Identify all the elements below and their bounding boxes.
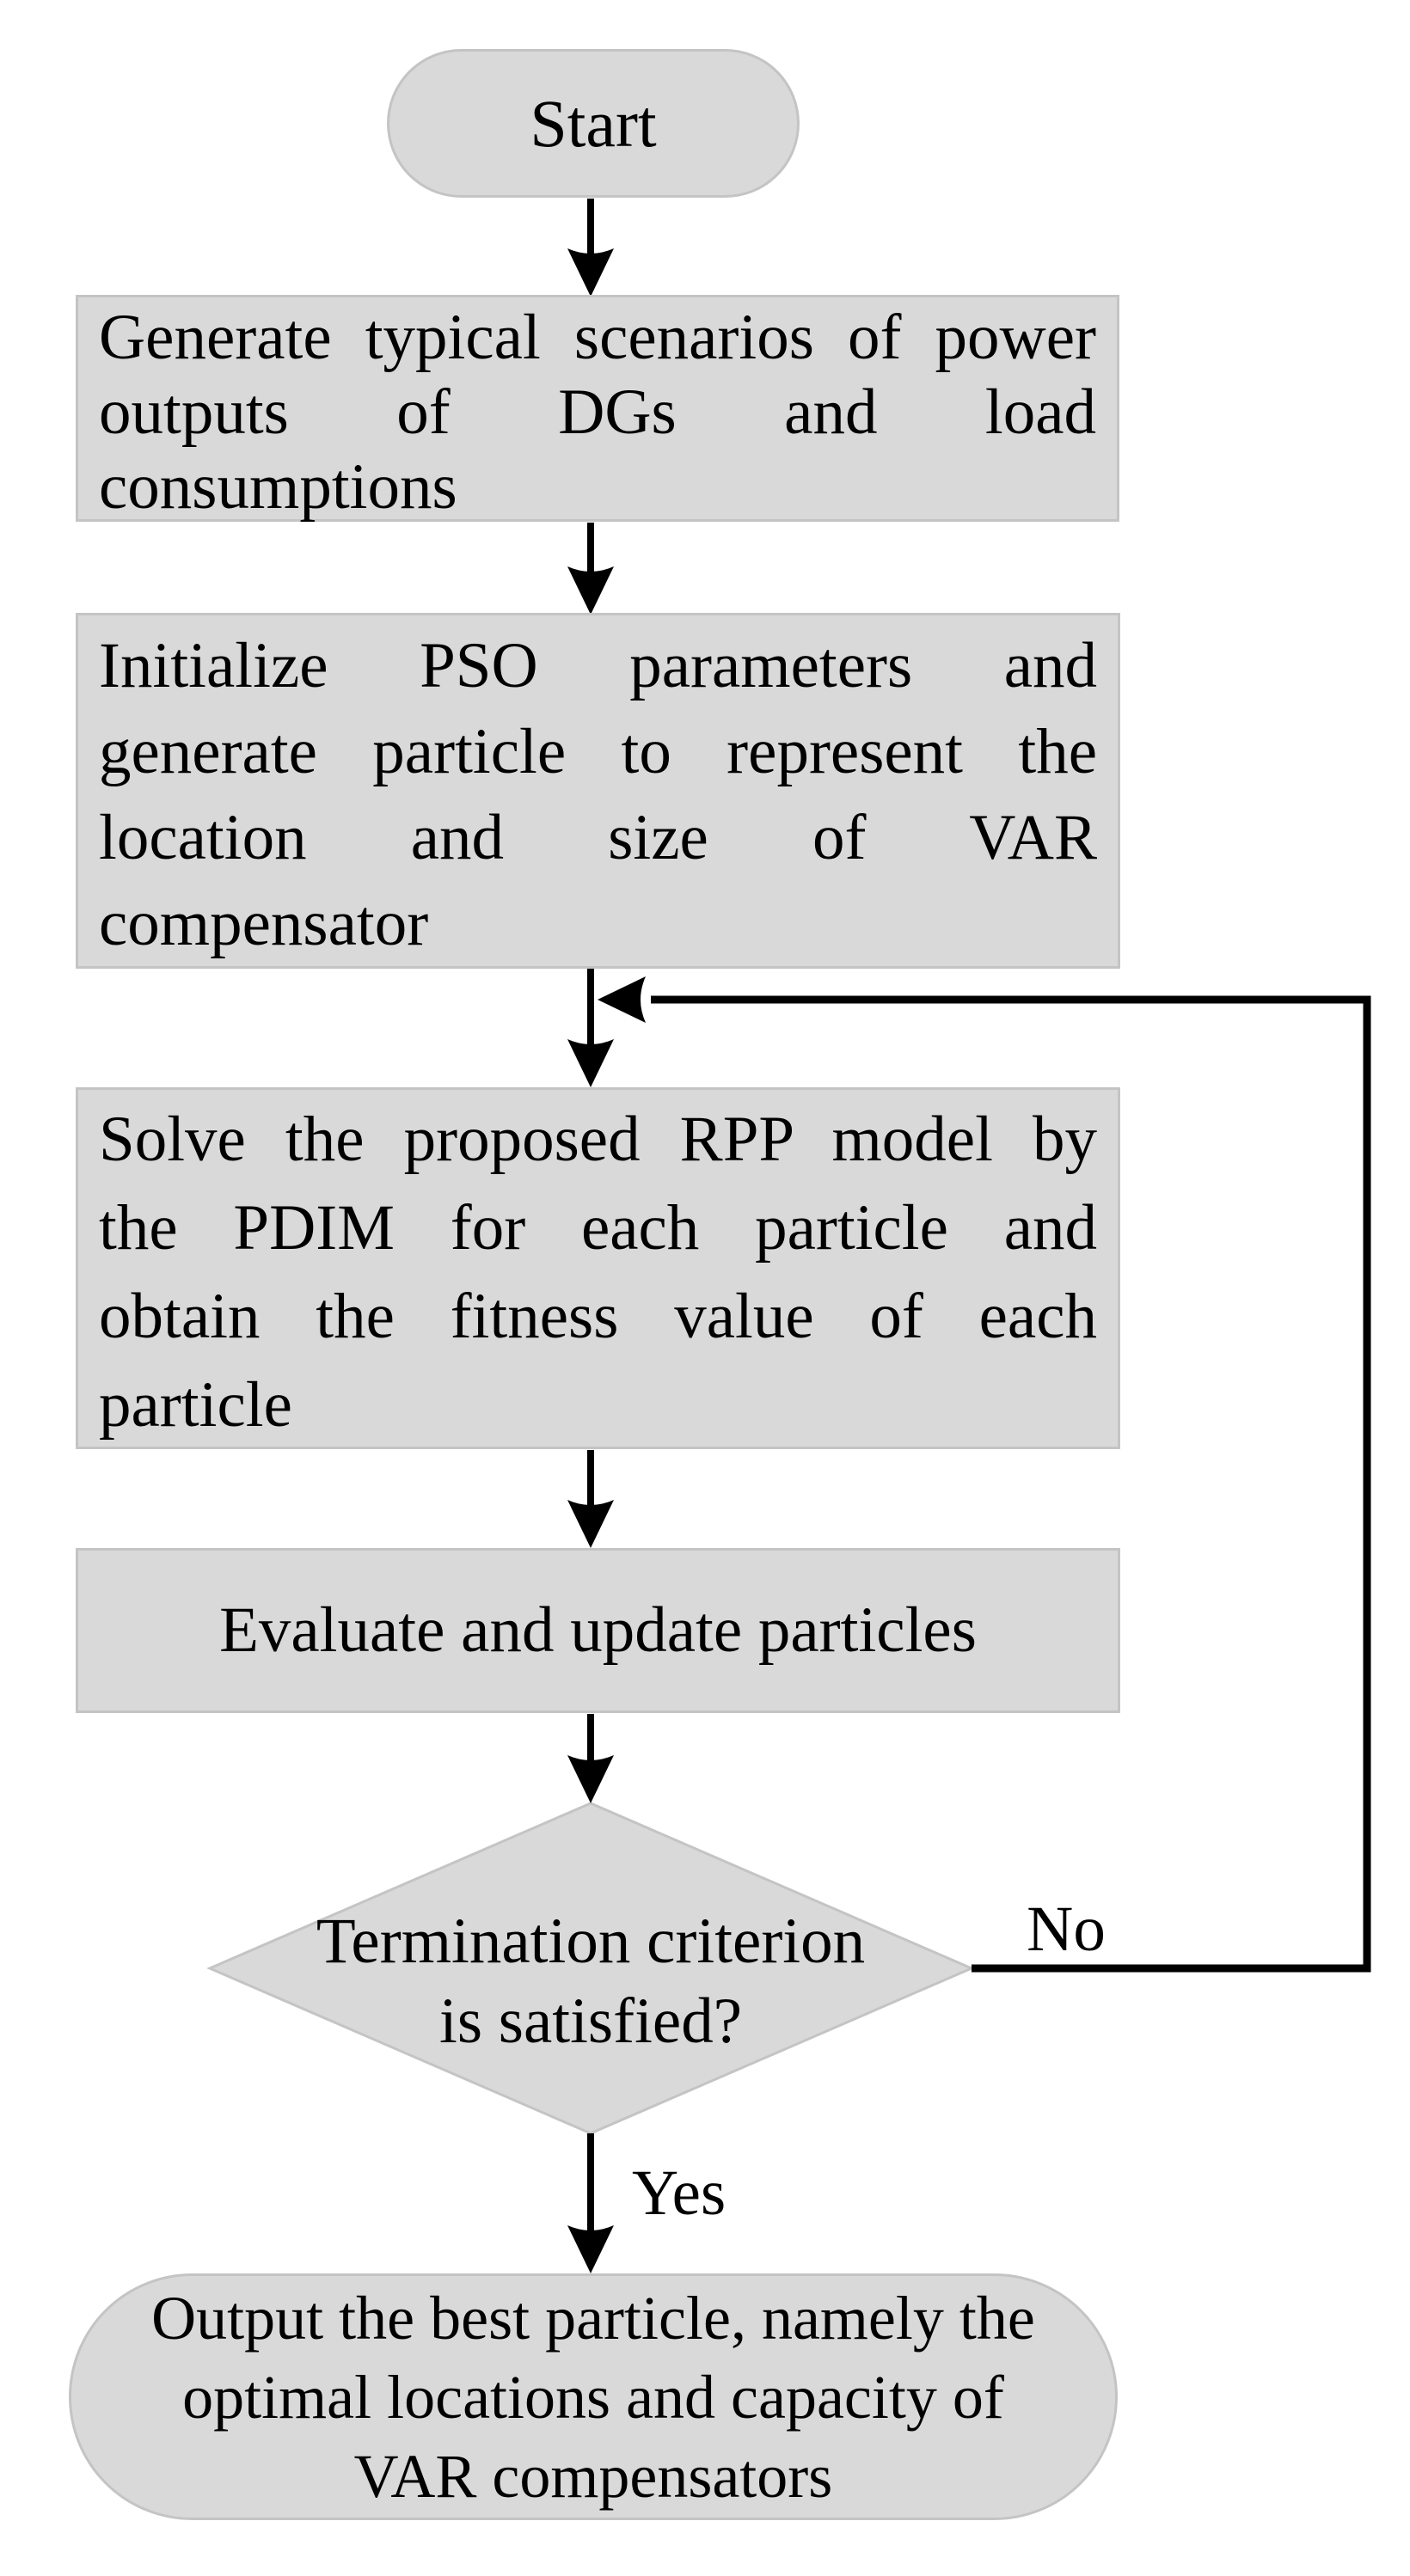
- terminal-text-line: optimal locations and capacity of: [182, 2362, 1004, 2432]
- arrowhead-down: [567, 1500, 614, 1548]
- edge-start-to-generate: [567, 199, 614, 297]
- arrowhead-down: [567, 2225, 614, 2273]
- yes-label: Yes: [632, 2157, 726, 2229]
- arrowhead-down: [567, 1755, 614, 1803]
- arrowhead-down: [567, 566, 614, 615]
- output-node: Output the best particle, namely the opt…: [69, 2273, 1118, 2520]
- edge-solve-to-evaluate: [567, 1450, 614, 1548]
- process-generate-scenarios: Generate typical scenarios of power outp…: [76, 295, 1119, 523]
- start-node: Start: [387, 49, 800, 198]
- start-label: Start: [530, 85, 657, 161]
- process-text-line: particle: [99, 1369, 292, 1441]
- process-text-line: obtain the fitness value of each: [99, 1281, 1097, 1352]
- edge-evaluate-to-decision: [567, 1714, 614, 1803]
- process-text-line: Evaluate and update particles: [219, 1594, 977, 1666]
- edge-initialize-to-solve: [567, 968, 614, 1087]
- process-text-line: Solve the proposed RPP model by: [99, 1104, 1097, 1175]
- terminal-text-line: VAR compensators: [353, 2441, 833, 2511]
- process-initialize-pso: Initialize PSO parameters and generate p…: [76, 613, 1120, 969]
- edge-decision-to-output: [567, 2133, 614, 2273]
- edge-generate-to-initialize: [567, 523, 614, 615]
- process-text-line: Initialize PSO parameters and: [99, 630, 1097, 701]
- process-text-line: location and size of VAR: [99, 802, 1097, 873]
- terminal-text-line: Output the best particle, namely the: [151, 2283, 1035, 2353]
- decision-text-line: is satisfied?: [438, 1986, 742, 2057]
- process-solve-rpp-model: Solve the proposed RPP model by the PDIM…: [76, 1087, 1120, 1449]
- process-text-line: Generate typical scenarios of power: [99, 302, 1096, 373]
- process-text-line: the PDIM for each particle and: [99, 1192, 1097, 1264]
- decision-text-line: Termination criterion: [316, 1906, 866, 1977]
- process-text-line: compensator: [99, 888, 429, 959]
- process-text-line: generate particle to represent the: [99, 716, 1097, 787]
- arrowhead-left-feedback: [598, 976, 646, 1023]
- decision-termination-criterion: Termination criterion is satisfied?: [247, 1901, 935, 2061]
- process-text-line: consumptions: [99, 451, 457, 523]
- process-evaluate-update-particles: Evaluate and update particles: [76, 1548, 1120, 1713]
- arrowhead-down: [567, 248, 614, 297]
- arrowhead-down: [567, 1039, 614, 1087]
- no-label: No: [1027, 1894, 1106, 1965]
- edge-no-feedback-loop: [651, 995, 1371, 1973]
- process-text-line: outputs of DGs and load: [99, 376, 1096, 448]
